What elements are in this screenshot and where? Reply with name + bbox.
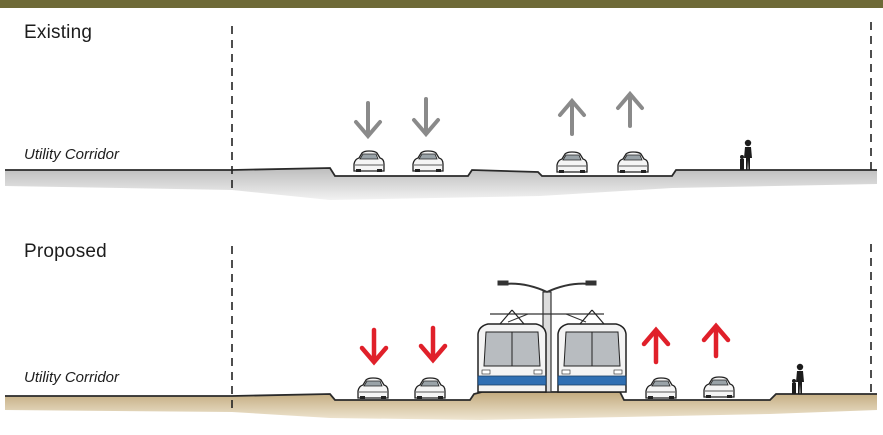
tram-icon	[477, 309, 547, 393]
arrow-icon	[701, 322, 731, 359]
pedestrian-icon	[792, 363, 804, 394]
arrow-icon	[641, 326, 671, 365]
tram-icon	[557, 309, 627, 393]
proposed-ground	[5, 392, 877, 420]
car-icon	[357, 377, 389, 400]
arrow-icon	[359, 327, 389, 366]
header-bar	[0, 0, 883, 8]
existing-section	[5, 22, 877, 200]
car-icon	[645, 377, 677, 400]
arrow-icon	[558, 97, 586, 136]
proposed-corridor-label: Utility Corridor	[24, 369, 120, 386]
existing-ground-line	[5, 167, 877, 177]
car-icon	[556, 151, 588, 174]
proposed-ground-line	[5, 391, 877, 401]
car-icon	[414, 377, 446, 400]
arrow-icon	[354, 101, 382, 140]
proposed-section	[5, 244, 877, 420]
arrow-icon	[418, 325, 448, 364]
proposed-title: Proposed	[24, 241, 107, 262]
car-icon	[412, 150, 444, 173]
existing-title: Existing	[24, 22, 93, 43]
car-icon	[353, 150, 385, 173]
car-icon	[617, 151, 649, 174]
existing-corridor-label: Utility Corridor	[24, 146, 120, 163]
car-icon	[703, 376, 735, 399]
pedestrian-icon	[740, 139, 752, 170]
existing-ground	[5, 168, 877, 200]
arrow-icon	[412, 97, 440, 138]
arrow-icon	[616, 90, 644, 128]
